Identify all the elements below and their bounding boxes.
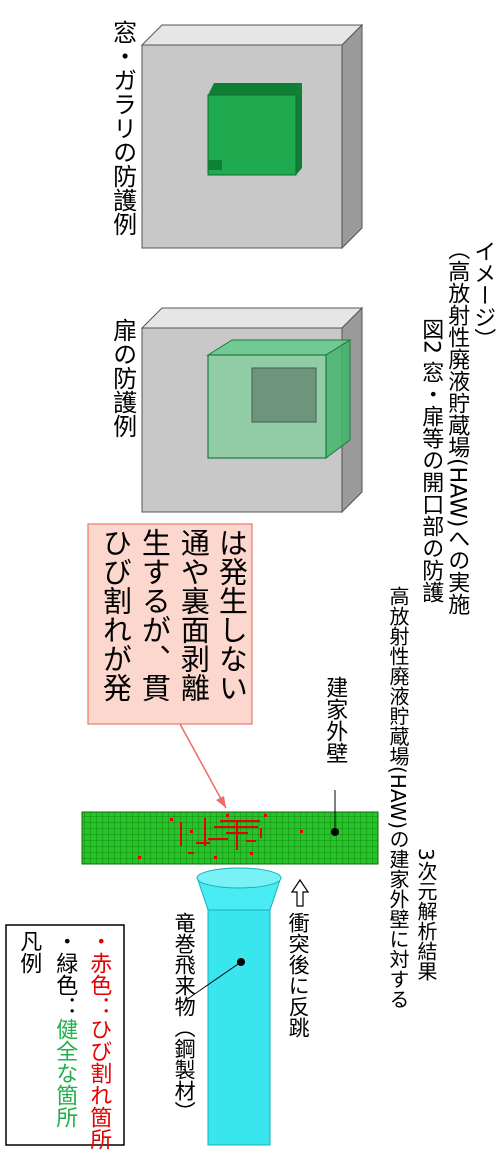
legend-red-prefix: ・赤色：: [86, 930, 112, 1018]
label-building-wall: 建家外壁: [322, 676, 348, 764]
door-protection-illustration: [140, 306, 364, 514]
label-window-example: 窓・ガラリの防護例: [108, 20, 137, 236]
label-rebound: 衝突後に反跳: [286, 912, 311, 1038]
label-door-example: 扉の防護例: [108, 318, 137, 438]
legend-red-row: ・赤色：ひび割れ箇所: [86, 930, 111, 1150]
figure1-caption-line2: 3次元解析結果: [414, 848, 438, 981]
label-tornado-missile: 竜巻飛来物（鋼製材）: [172, 912, 197, 1122]
building-wall-mesh: [81, 811, 379, 865]
legend-green-prefix: ・緑色：: [52, 930, 78, 1018]
callout-arrow: [179, 723, 227, 809]
window-protection-illustration: [140, 23, 364, 250]
legend-title: 凡例: [16, 930, 42, 974]
figure2-caption-line1: 図2 窓・扉等の開口部の防護: [418, 318, 444, 603]
figure1-caption-line1: 高放射性廃液貯蔵場(HAW)の建家外壁に対する: [386, 586, 410, 1010]
legend-green-row: ・緑色：健全な箇所: [52, 930, 77, 1128]
legend-box: [5, 924, 125, 1146]
callout-line1: ひび割れが発: [98, 528, 133, 702]
callout-line4: は発生しない: [214, 528, 249, 702]
legend-red-text: ひび割れ箇所: [86, 1018, 112, 1150]
rebound-arrow-icon: [290, 878, 310, 907]
callout-line3: 通や裏面剥離: [176, 528, 211, 702]
tornado-missile: [196, 867, 282, 1146]
figure2-caption-line2: （高放射性廃液貯蔵場(HAW)への実施: [444, 238, 470, 616]
legend-green-text: 健全な箇所: [52, 1018, 78, 1128]
callout-line2: 生するが、貫: [137, 528, 172, 702]
figure2-caption-line3: イメージ）: [470, 240, 496, 350]
callout-box: [87, 523, 253, 725]
